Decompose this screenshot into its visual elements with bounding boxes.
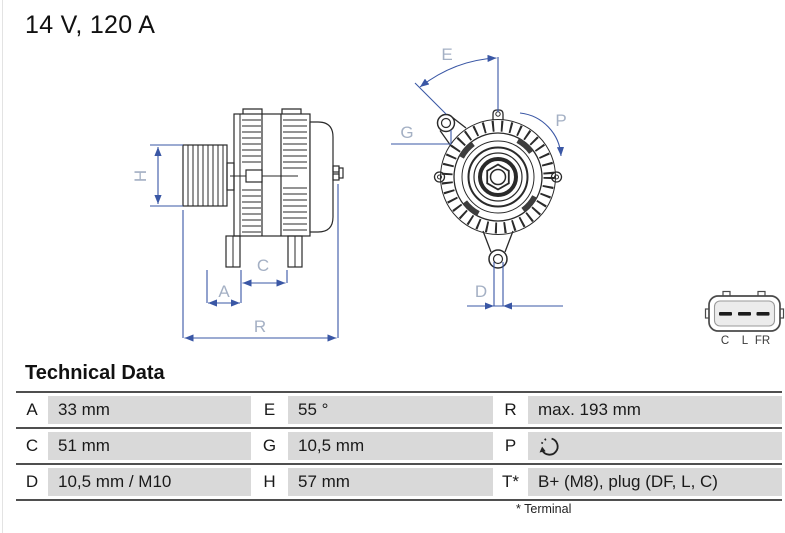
row-r-label: R	[504, 400, 517, 419]
front-view-dimension-lines	[391, 54, 565, 307]
connector-pin-labels: C L FR	[721, 335, 770, 347]
row-e-label: E	[263, 400, 276, 419]
side-lugs	[433, 171, 563, 183]
alternator-front-view	[433, 109, 563, 269]
page-title: 14 V, 120 A	[25, 11, 156, 39]
row-h-value: 57 mm	[288, 468, 493, 496]
side-view-dimension-lines	[150, 144, 339, 342]
alternator-technical-drawing: H A C R	[131, 45, 785, 347]
row-d-label: D	[25, 472, 39, 491]
dim-label-d: D	[475, 282, 487, 301]
dim-label-h: H	[131, 170, 150, 182]
table-row: C 51 mm G 10,5 mm P	[16, 429, 782, 465]
technical-data-table: A 33 mm E 55 ° R max. 193 mm C 51 mm G 1…	[16, 391, 782, 501]
rotation-direction-arc	[519, 112, 565, 157]
pulley	[182, 144, 228, 207]
mounting-feet	[225, 235, 303, 268]
dim-label-e: E	[441, 45, 452, 64]
rear-cover	[309, 121, 334, 233]
row-c-value: 51 mm	[48, 432, 251, 460]
hub-ring	[478, 157, 518, 197]
pin-label-fr: FR	[755, 335, 770, 347]
row-g-label: G	[262, 436, 277, 455]
technical-data-heading: Technical Data	[25, 362, 165, 384]
front-fins	[242, 119, 261, 233]
mounting-lug-top-left	[436, 113, 467, 147]
dim-label-c: C	[257, 256, 269, 275]
row-a-value: 33 mm	[48, 396, 251, 424]
angle-e-arc	[419, 54, 497, 88]
table-row: D 10,5 mm / M10 H 57 mm T* B+ (M8), plug…	[16, 465, 782, 501]
dim-label-a: A	[218, 282, 230, 301]
dim-label-g: G	[400, 123, 413, 142]
through-bolt	[245, 169, 263, 183]
rear-fins	[283, 119, 307, 231]
row-a-label: A	[26, 400, 38, 419]
front-view-dimension-labels: E G P D	[400, 45, 566, 301]
dim-d-arrows	[485, 302, 512, 310]
pin-label-c: C	[721, 335, 729, 347]
row-t-value: B+ (M8), plug (DF, L, C)	[528, 468, 782, 496]
b-plus-terminal	[332, 165, 344, 181]
row-h-label: H	[263, 472, 276, 491]
terminal-footnote: * Terminal	[516, 502, 572, 516]
pulley-grooves	[187, 145, 224, 206]
vent-slots-ring	[441, 120, 555, 234]
row-c-label: C	[25, 436, 39, 455]
row-p-value	[528, 432, 782, 460]
dim-label-r: R	[254, 317, 266, 336]
left-edge-divider	[2, 0, 3, 533]
row-d-value: 10,5 mm / M10	[48, 468, 251, 496]
lifting-tabs	[242, 108, 302, 114]
mounting-lug-bottom	[482, 230, 514, 269]
row-e-value: 55 °	[288, 396, 493, 424]
connector-pins	[719, 312, 770, 316]
table-row: A 33 mm E 55 ° R max. 193 mm	[16, 393, 782, 429]
row-t-label: T*	[502, 472, 519, 491]
side-view-dimension-labels: H A C R	[131, 170, 269, 336]
pin-label-l: L	[742, 335, 749, 347]
row-p-label: P	[504, 436, 517, 455]
alternator-side-view	[182, 108, 344, 268]
row-r-value: max. 193 mm	[528, 396, 782, 424]
rotation-direction-icon	[539, 437, 559, 456]
dim-label-p: P	[555, 111, 566, 130]
connector-diagram: C L FR	[704, 290, 785, 347]
shaft-nut	[486, 163, 510, 191]
row-g-value: 10,5 mm	[288, 432, 493, 460]
